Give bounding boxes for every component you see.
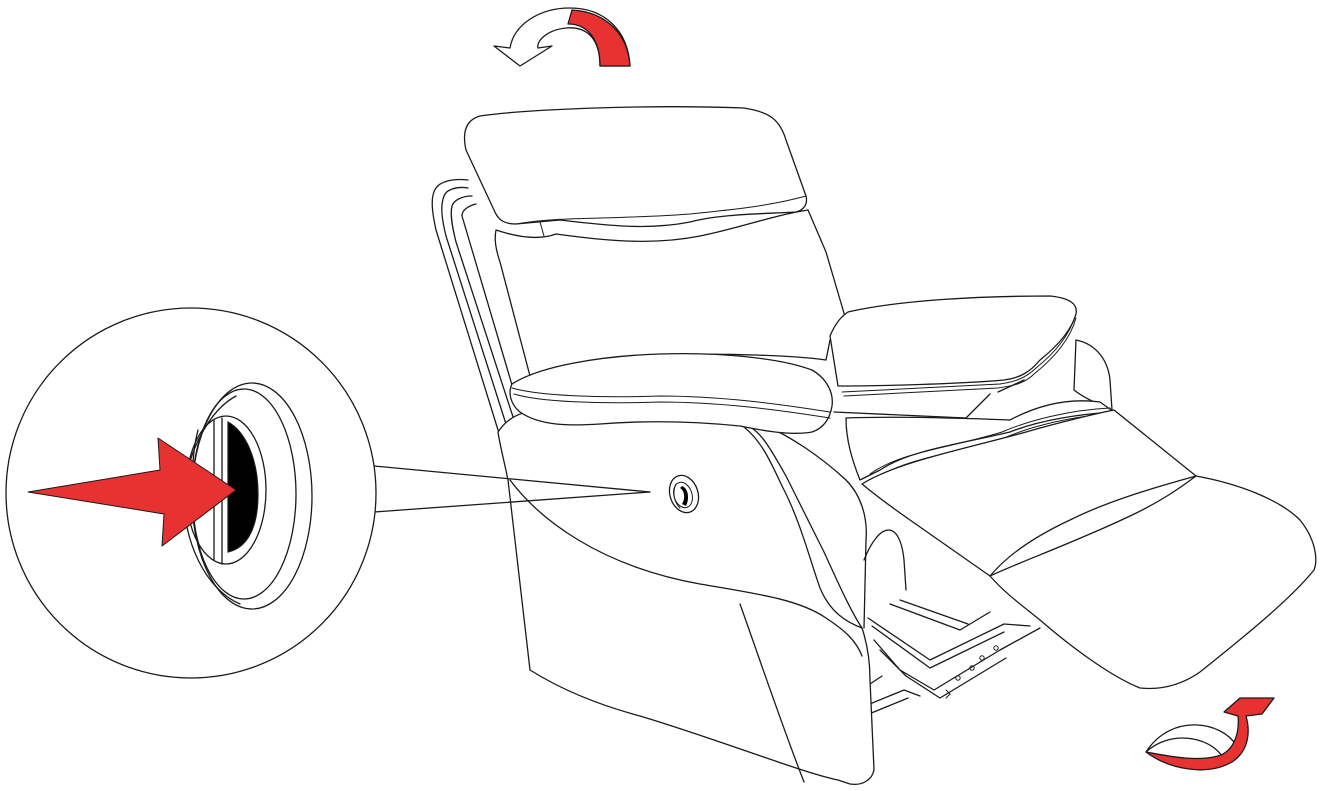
footrest-curved-arrow-icon — [1146, 698, 1274, 770]
chair-mechanism — [860, 600, 1040, 716]
chair-head-cushion — [465, 107, 807, 227]
chair-body — [498, 412, 906, 784]
chair-footrest — [862, 410, 1316, 688]
backrest-curved-arrow-icon — [494, 8, 630, 66]
chair-back-cushion — [495, 210, 846, 376]
chair-right-arm — [830, 296, 1112, 418]
